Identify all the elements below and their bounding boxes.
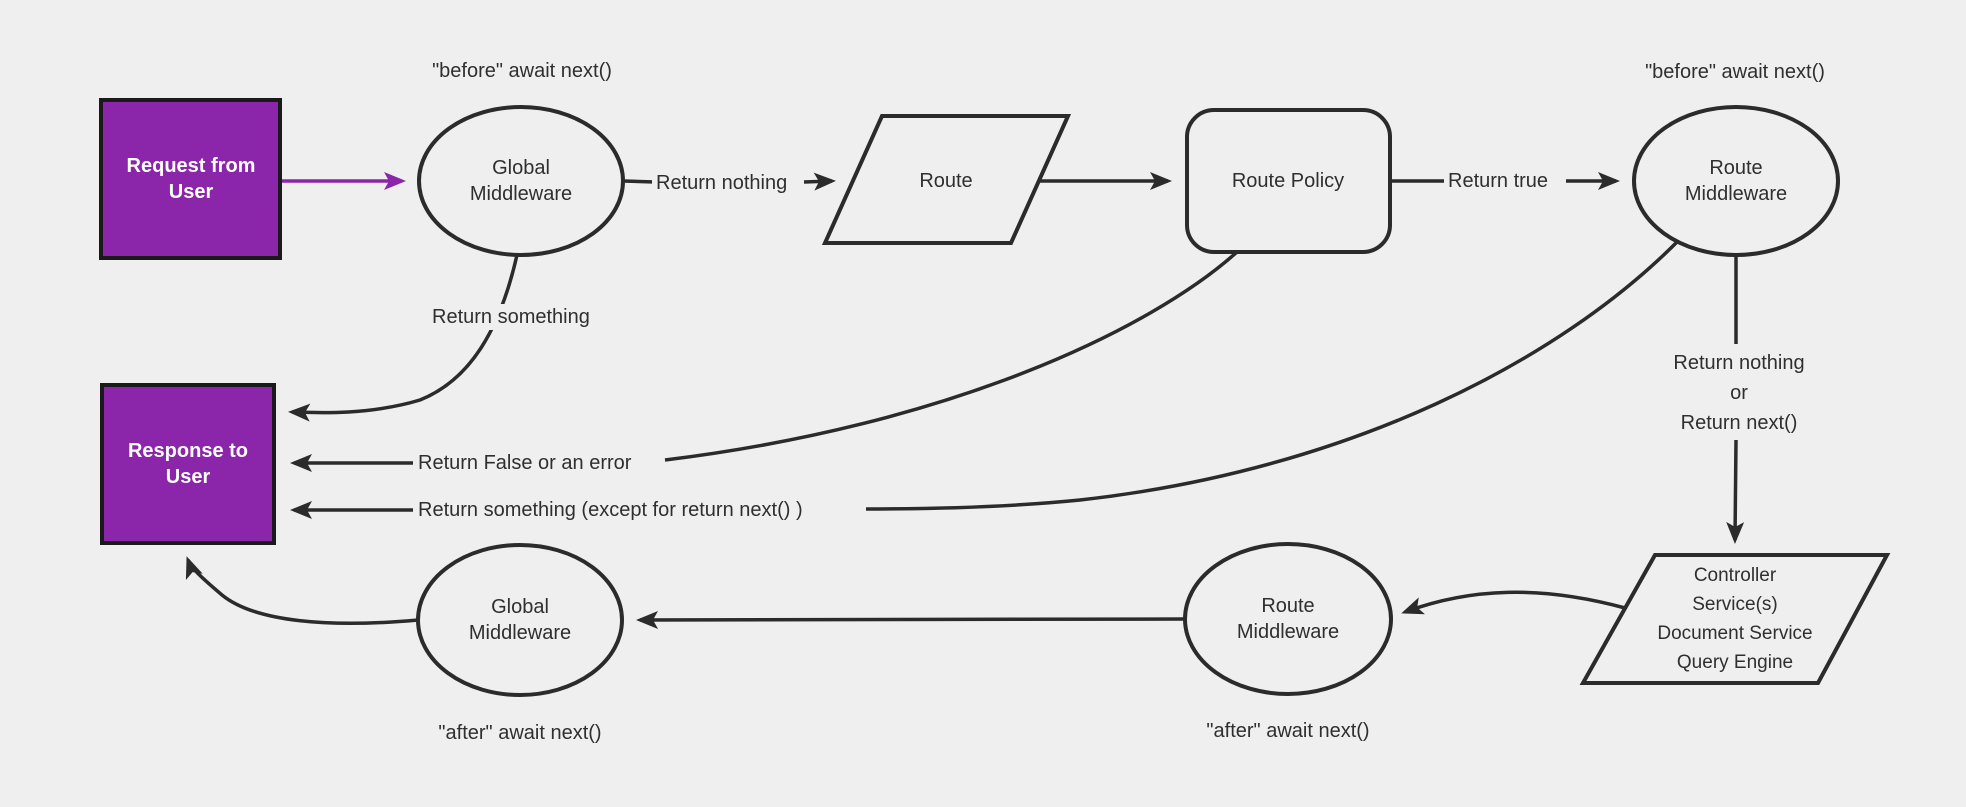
before-await-next-route-label: "before" await next() (1645, 61, 1825, 83)
edge-global-bottom-to-response (185, 556, 419, 626)
edge-routemw-bottom-to-global-bottom (636, 610, 1186, 629)
controller-services-label: Controller Service(s) Document Service Q… (1657, 565, 1813, 673)
edge-routemw-to-controller-end (1726, 439, 1745, 544)
node-route-middleware-top (1632, 105, 1840, 257)
after-await-next-global-label: "after" await next() (438, 722, 602, 744)
global-middleware-bottom-label: Global Middleware (468, 596, 572, 644)
before-await-next-global-label: "before" await next() (432, 60, 612, 82)
route-label: Route (919, 170, 973, 192)
request-node-label: Request from User (126, 155, 262, 203)
node-controller-services (1579, 553, 1891, 685)
node-route-policy (1185, 108, 1392, 254)
return-nothing-or-next-label: Return nothing or Return next() (1650, 348, 1828, 438)
edge-global-to-route-end (803, 172, 836, 191)
node-route (821, 114, 1072, 245)
after-await-next-route-label: "after" await next() (1206, 720, 1370, 742)
edge-global-return-something (288, 254, 519, 422)
response-node-label: Response to User (127, 440, 254, 488)
edge-controller-to-routemw-bottom (1401, 590, 1626, 615)
node-request-from-user (99, 98, 282, 260)
route-policy-label: Route Policy (1231, 170, 1345, 192)
global-middleware-top-label: Global Middleware (469, 157, 573, 205)
edge-routemw-return-something-curve (865, 239, 1680, 511)
node-response-to-user (100, 383, 276, 545)
route-middleware-top-label: Route Middleware (1684, 157, 1788, 205)
return-true-label: Return true (1444, 168, 1553, 194)
edge-global-to-route-start (622, 179, 656, 184)
route-middleware-bottom-label: Route Middleware (1236, 595, 1340, 643)
return-something-except-label: Return something (except for return next… (414, 497, 807, 523)
return-something-label: Return something (428, 304, 594, 330)
return-nothing-label: Return nothing (652, 170, 792, 196)
return-false-or-error-label: Return False or an error (414, 450, 636, 476)
node-global-middleware-bottom (416, 543, 624, 697)
node-route-middleware-bottom (1183, 542, 1393, 696)
edge-policy-return-false-curve (664, 250, 1239, 462)
node-global-middleware-top (417, 105, 625, 257)
